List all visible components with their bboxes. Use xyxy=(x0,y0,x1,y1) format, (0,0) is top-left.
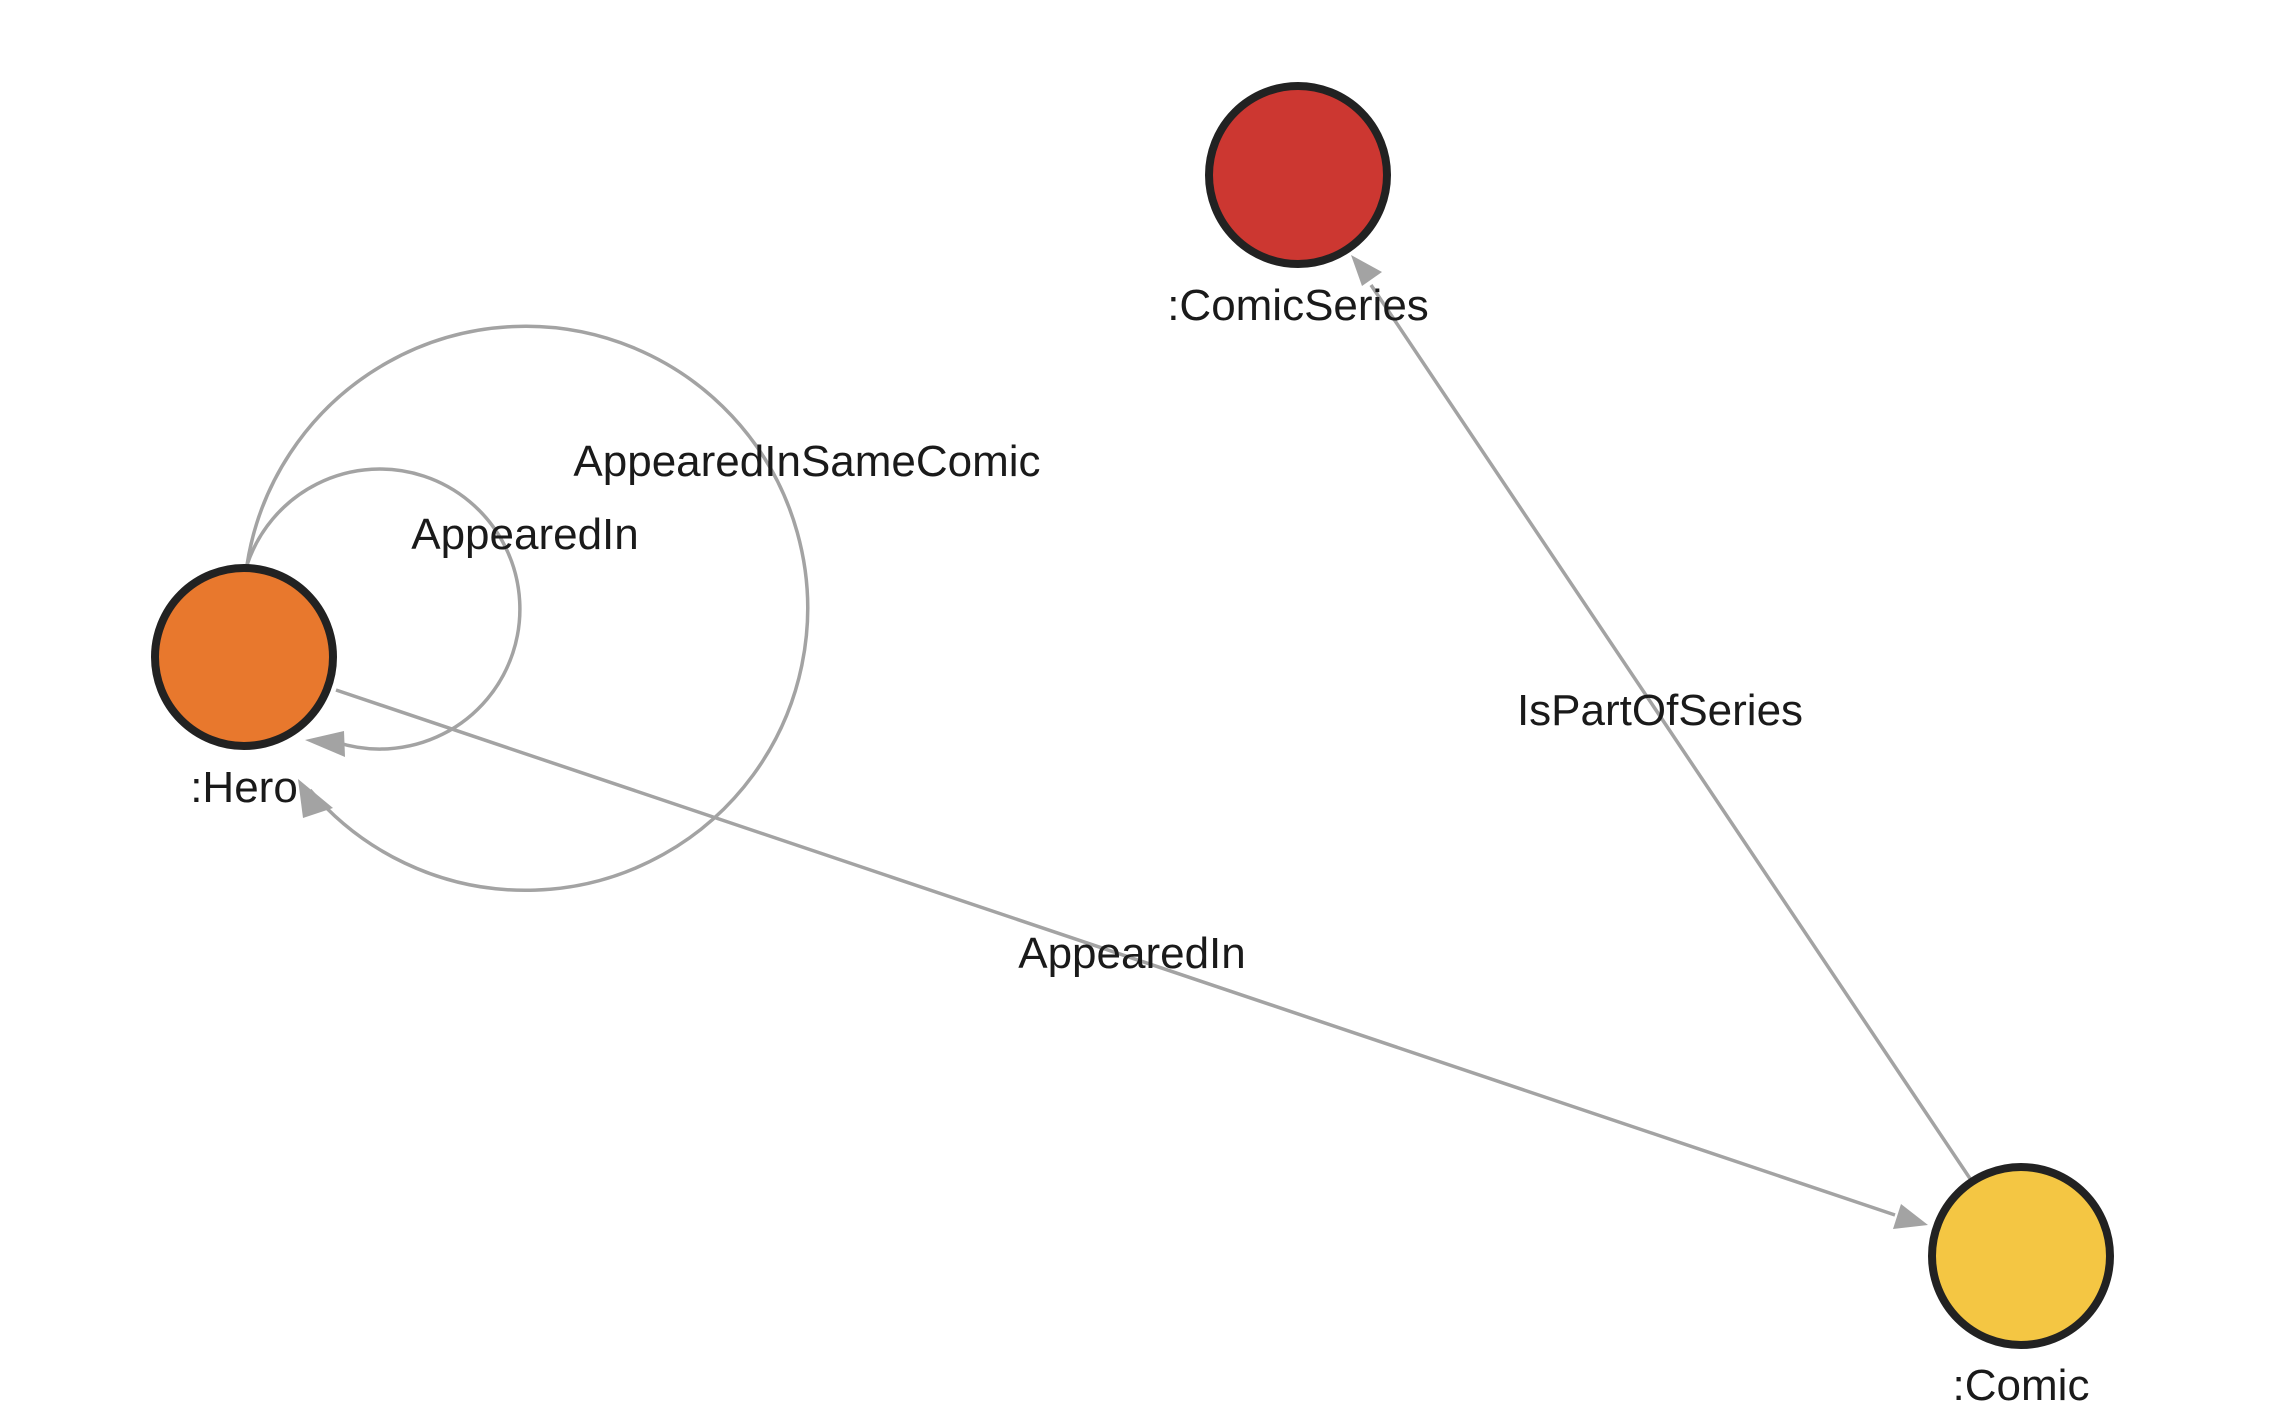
edge-label-appeared-in-same-comic: AppearedInSameComic xyxy=(573,437,1040,486)
edge-line[interactable] xyxy=(245,324,810,893)
edge-line[interactable] xyxy=(245,467,522,751)
edge-comic-is-part-of-series[interactable]: IsPartOfSeries xyxy=(1351,255,1975,1184)
node-comic-series-label: :ComicSeries xyxy=(1167,281,1429,330)
edge-hero-appeared-in-loop[interactable]: AppearedIn xyxy=(245,467,639,757)
node-comic-series-circle[interactable] xyxy=(1205,82,1391,268)
arrowhead-icon xyxy=(298,779,333,818)
node-hero[interactable]: :Hero xyxy=(151,564,337,812)
node-comic-series[interactable]: :ComicSeries xyxy=(1167,82,1429,330)
arrowhead-icon xyxy=(1351,255,1382,286)
node-hero-circle[interactable] xyxy=(151,564,337,750)
edge-line[interactable] xyxy=(335,688,1896,1217)
node-hero-label: :Hero xyxy=(190,763,298,812)
edge-label-is-part-of-series: IsPartOfSeries xyxy=(1517,686,1803,735)
edge-label-appeared-in-loop: AppearedIn xyxy=(411,510,639,559)
arrowhead-icon xyxy=(305,731,345,757)
edge-line[interactable] xyxy=(1369,284,1975,1184)
arrowhead-icon xyxy=(1893,1204,1928,1229)
edge-hero-appeared-in-same-comic[interactable]: AppearedInSameComic xyxy=(245,324,1041,893)
node-comic-label: :Comic xyxy=(1953,1361,2090,1410)
edge-hero-appeared-in-comic[interactable]: AppearedIn xyxy=(335,688,1928,1229)
node-comic[interactable]: :Comic xyxy=(1928,1163,2114,1410)
node-comic-circle[interactable] xyxy=(1928,1163,2114,1349)
edge-label-appeared-in-comic: AppearedIn xyxy=(1018,929,1246,978)
